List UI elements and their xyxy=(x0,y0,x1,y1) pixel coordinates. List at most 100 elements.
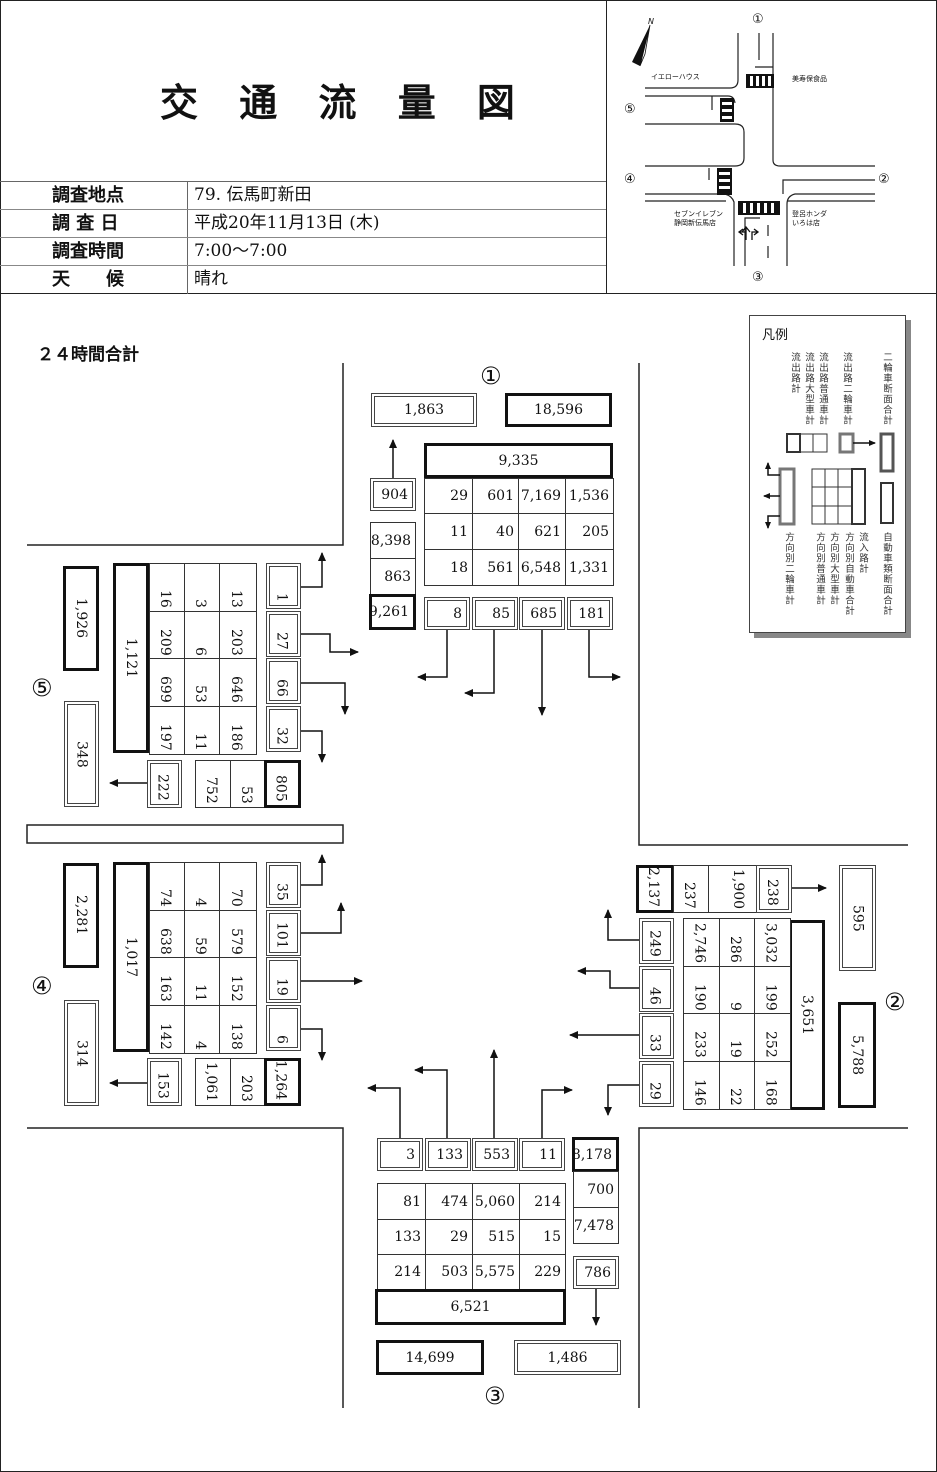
count-value: 163 xyxy=(157,975,173,1002)
inflow-total: 3,651 xyxy=(789,920,825,1110)
count-value: 133 xyxy=(436,1146,463,1163)
count-value: 3,032 xyxy=(762,922,779,963)
count-value: 186 xyxy=(228,723,244,751)
outflow-total: 2,137 xyxy=(636,865,674,913)
count-value: 18,596 xyxy=(534,402,583,418)
count-value: 29 xyxy=(646,1081,663,1100)
grid-cell: 601 xyxy=(472,478,519,514)
legend-label: 方向別二輪車計 xyxy=(783,532,794,606)
count-value: 646 xyxy=(228,676,244,703)
direction-two-wheel: 11 xyxy=(519,1138,565,1171)
count-value: 214 xyxy=(394,1264,421,1280)
map-landmark: 美寿保食品 xyxy=(792,75,827,83)
vehicle-section-total: 18,596 xyxy=(505,393,612,427)
legend-label: 自動車類断面合計 xyxy=(881,532,892,616)
two-wheel-section-total: 1,486 xyxy=(514,1340,621,1375)
count-value: 29 xyxy=(450,488,468,504)
count-value: 146 xyxy=(691,1078,708,1106)
map-landmark: 登呂ホンダ xyxy=(792,210,827,218)
count-value: 6,521 xyxy=(450,1299,491,1315)
grid-cell: 16 xyxy=(149,563,185,612)
count-value: 1,331 xyxy=(568,559,609,576)
count-value: 699 xyxy=(157,676,173,703)
info-row-weather: 天 候晴れ xyxy=(0,266,607,294)
grid-cell: 15 xyxy=(519,1219,566,1255)
count-value: 209 xyxy=(157,628,173,656)
count-value: 7,478 xyxy=(573,1217,614,1234)
count-value: 53 xyxy=(238,786,254,804)
grid-cell: 6 xyxy=(184,610,220,660)
grid-cell: 646 xyxy=(219,658,257,707)
count-value: 222 xyxy=(154,774,171,801)
direction-two-wheel: 32 xyxy=(266,705,301,752)
count-value: 863 xyxy=(384,568,411,585)
count-value: 15 xyxy=(543,1229,561,1245)
grid-cell: 214 xyxy=(519,1183,566,1220)
count-value: 35 xyxy=(273,883,290,901)
count-value: 229 xyxy=(534,1264,561,1280)
grid-cell: 11 xyxy=(184,705,220,755)
outflow-two-wheel: 904 xyxy=(370,478,416,511)
map-north-label: N xyxy=(648,17,654,26)
direction-two-wheel: 101 xyxy=(266,909,301,956)
count-value: 752 xyxy=(203,777,219,804)
grid-cell: 503 xyxy=(425,1254,473,1290)
outflow-normal: 8,398 xyxy=(370,522,416,559)
outflow-two-wheel: 153 xyxy=(147,1058,182,1106)
legend-label: 流入路計 xyxy=(857,532,868,574)
count-value: 805 xyxy=(272,775,289,802)
road-edges xyxy=(26,363,908,1408)
direction-two-wheel: 3 xyxy=(377,1138,423,1171)
count-value: 8 xyxy=(453,605,462,622)
outflow-two-wheel: 222 xyxy=(147,760,182,808)
count-value: 203 xyxy=(228,628,244,656)
lane-arrow-icon xyxy=(737,225,760,240)
count-value: 13 xyxy=(228,590,244,608)
count-value: 8,398 xyxy=(370,532,411,549)
legend-label: 流出路大型車計 xyxy=(803,352,814,426)
grid-cell: 4 xyxy=(184,1004,220,1054)
grid-cell: 214 xyxy=(377,1254,426,1290)
direction-two-wheel: 27 xyxy=(266,610,301,657)
outflow-large: 53 xyxy=(230,760,266,808)
approach-4-label: ④ xyxy=(31,972,53,1000)
grid-cell: 1,536 xyxy=(565,478,614,514)
count-value: 32 xyxy=(273,726,290,745)
count-value: 181 xyxy=(578,605,605,622)
count-value: 142 xyxy=(157,1022,173,1050)
grid-cell: 186 xyxy=(219,705,257,755)
outflow-two-wheel: 238 xyxy=(756,865,792,913)
approach-5-label: ⑤ xyxy=(31,674,53,702)
direction-two-wheel: 85 xyxy=(472,597,518,630)
count-value: 1 xyxy=(273,593,290,602)
grid-cell: 22 xyxy=(719,1060,755,1110)
direction-two-wheel: 249 xyxy=(639,918,674,964)
count-value: 9,261 xyxy=(368,604,409,620)
count-value: 6 xyxy=(192,646,208,656)
outflow-total: 805 xyxy=(264,760,301,808)
grid-cell: 7,169 xyxy=(518,478,566,514)
info-value: 79. 伝馬町新田 xyxy=(194,185,312,205)
grid-cell: 621 xyxy=(518,513,566,550)
grid-cell: 29 xyxy=(424,478,473,514)
legend-label: 方向別普通車計 xyxy=(814,532,825,606)
direction-two-wheel: 19 xyxy=(266,957,301,1003)
vehicle-section-total: 1,926 xyxy=(63,566,99,671)
direction-two-wheel: 46 xyxy=(639,965,674,1012)
outflow-large: 863 xyxy=(370,558,416,595)
count-value: 286 xyxy=(727,936,743,963)
compass-icon xyxy=(632,24,651,67)
map-landmark: いろは店 xyxy=(792,219,820,227)
legend-diagram xyxy=(763,432,895,529)
count-value: 685 xyxy=(530,605,557,622)
grid-cell: 229 xyxy=(519,1254,566,1290)
count-value: 203 xyxy=(238,1075,254,1102)
outflow-total: 9,261 xyxy=(369,594,416,630)
count-value: 19 xyxy=(273,978,290,996)
vehicle-section-total: 5,788 xyxy=(838,1002,876,1108)
grid-cell: 209 xyxy=(149,610,185,660)
outflow-total: 1,264 xyxy=(264,1058,301,1106)
